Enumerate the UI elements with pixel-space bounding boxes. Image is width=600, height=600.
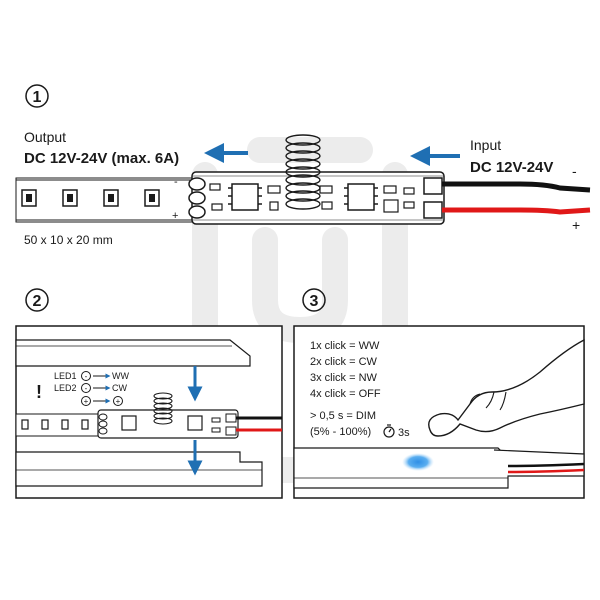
wiring-symbol: - <box>85 372 88 381</box>
led-chip <box>62 189 78 207</box>
step-2-marker: 2 <box>25 288 49 312</box>
wiring-legend: LED1 - WW LED2 - CW + + <box>54 371 129 406</box>
wiring-pin-led1: LED1 <box>54 371 77 381</box>
output-label: Output <box>24 129 66 145</box>
click-line: 1x click = WW <box>310 340 380 352</box>
wiring-pin-led2: LED2 <box>54 383 77 393</box>
svg-text:1: 1 <box>33 89 42 106</box>
led-strip <box>15 177 217 223</box>
pad-minus-label: - <box>174 176 178 188</box>
step-1-marker: 1 <box>25 84 49 108</box>
controller-pcb <box>188 171 445 225</box>
wiring-target-cw: CW <box>112 383 127 393</box>
input-pad-minus <box>423 177 443 195</box>
wiring-symbol: - <box>85 384 88 393</box>
led-chip <box>103 189 119 207</box>
touch-spring-icon <box>285 134 321 210</box>
click-line: 2x click = CW <box>310 356 378 368</box>
warning-mark: ! <box>36 382 42 402</box>
stopwatch-icon <box>383 424 395 438</box>
led-glow-icon <box>402 453 434 471</box>
dim-line: > 0,5 s = DIM <box>310 410 376 422</box>
input-label: Input <box>470 137 501 153</box>
timer-value: 3s <box>398 427 410 439</box>
click-line: 4x click = OFF <box>310 388 381 400</box>
hand-touch-icon <box>428 338 585 437</box>
ic-chip <box>344 183 378 211</box>
range-line: (5% - 100%) <box>310 426 371 438</box>
dimensions-label: 50 x 10 x 20 mm <box>24 233 113 247</box>
step-3-marker: 3 <box>302 288 326 312</box>
led-chip <box>21 189 37 207</box>
wire-red-panel3 <box>507 468 585 474</box>
led-chip <box>144 189 160 207</box>
click-line: 3x click = NW <box>310 372 378 384</box>
input-plus-sign: + <box>572 217 580 233</box>
pad-plus-label: + <box>172 210 178 222</box>
input-minus-sign: - <box>572 163 577 179</box>
wiring-target-plus: + <box>116 397 121 406</box>
ic-chip <box>228 183 262 211</box>
svg-text:3: 3 <box>310 293 319 310</box>
wire-red <box>442 207 591 215</box>
svg-text:2: 2 <box>33 293 42 310</box>
smd-components <box>209 183 415 213</box>
input-spec: DC 12V-24V <box>470 159 553 176</box>
led-strip-small <box>15 409 239 439</box>
output-terminals <box>188 177 206 219</box>
wire-black-panel3 <box>507 462 585 468</box>
output-spec: DC 12V-24V (max. 6A) <box>24 150 179 167</box>
click-instructions: 1x click = WW 2x click = CW 3x click = N… <box>310 340 381 438</box>
wiring-target-ww: WW <box>112 371 129 381</box>
wiring-symbol: + <box>84 397 89 406</box>
wire-black <box>442 181 591 193</box>
input-pad-plus <box>423 201 443 219</box>
touch-spring-small-icon <box>153 392 173 425</box>
